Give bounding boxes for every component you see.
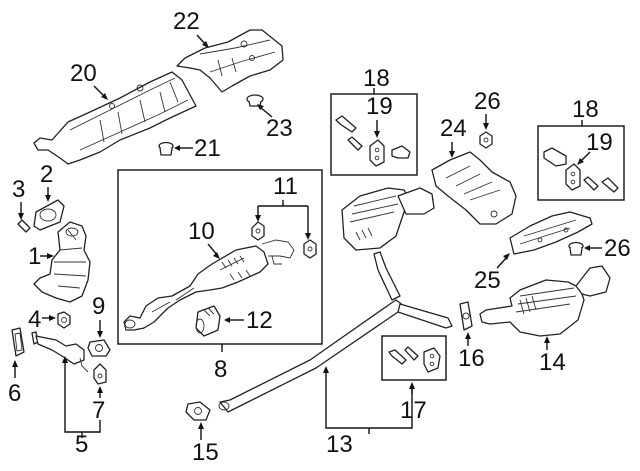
callout-13: 13 [326,431,353,458]
part-21-nut[interactable] [158,141,174,156]
arrow-icon [198,422,204,429]
part-14-rear-muffler[interactable] [479,265,611,337]
arrow-icon [213,252,220,259]
arrow-icon [18,213,24,220]
arrow-icon [305,233,311,240]
callout-18-left: 18 [363,65,390,92]
callout-18-right: 18 [572,96,599,123]
callout-14: 14 [539,349,566,376]
arrow-icon [45,195,51,202]
arrow-icon [174,145,180,151]
part-15-gasket[interactable] [185,401,211,421]
callout-2: 2 [40,161,53,188]
arrow-icon [97,386,103,393]
part-6-gasket[interactable] [11,327,25,357]
arrow-icon [97,331,103,338]
part-18-19-hanger-kit-left[interactable] [335,115,411,167]
callout-24: 24 [440,115,467,142]
part-26-nut-top[interactable] [479,131,493,149]
arrow-icon [323,366,329,373]
callout-21: 21 [194,135,221,162]
part-10-catalytic-converter[interactable] [123,239,295,331]
callout-12: 12 [246,307,273,334]
callout-7: 7 [92,397,105,424]
callout-8: 8 [214,356,227,383]
part-12-clamp[interactable] [195,305,221,337]
arrow-icon [409,382,415,389]
part-20-heat-shield-front[interactable] [33,71,197,165]
part-24-heat-shield[interactable] [431,151,517,225]
part-4-nut[interactable] [57,311,71,329]
part-23-nut[interactable] [246,94,264,107]
part-9-gasket[interactable] [87,339,111,357]
callout-15: 15 [192,439,219,466]
arrow-icon [465,332,471,339]
callout-26-right: 26 [604,235,631,262]
arrow-icon [483,123,489,130]
callout-26-top: 26 [474,88,501,115]
part-18-19-hanger-kit-right[interactable] [543,147,619,193]
arrow-icon [101,93,108,100]
arrow-icon [12,360,18,367]
part-3-stud[interactable] [17,219,31,233]
callout-16: 16 [458,345,485,372]
arrow-icon [49,315,56,321]
callout-20: 20 [70,60,97,87]
part-25-heat-shield[interactable] [509,211,593,255]
part-7-hanger[interactable] [93,363,107,385]
callout-5: 5 [75,431,88,458]
arrow-icon [202,41,209,48]
callout-19-left: 19 [366,93,393,120]
callout-17: 17 [400,397,427,424]
arrow-icon [224,317,230,323]
callout-3: 3 [12,176,25,203]
arrow-icon [577,158,584,165]
part-16-gasket[interactable] [459,301,473,331]
part-2-gasket[interactable] [33,199,65,231]
callout-4: 4 [28,306,41,333]
callout-6: 6 [8,380,21,407]
arrow-icon [374,131,380,138]
part-17-hanger-kit[interactable] [388,346,441,373]
callout-23: 23 [266,115,293,142]
arrow-icon [62,356,68,363]
arrow-icon [449,151,455,158]
arrow-icon [47,253,54,259]
part-13-intermediate-pipe[interactable] [218,187,453,413]
kit-box-18-right [537,125,625,201]
callout-22: 22 [173,8,200,35]
kit-box-17 [381,335,447,381]
part-26-nut-right[interactable] [568,241,584,256]
callout-11: 11 [273,173,298,200]
arrow-icon [584,245,590,251]
part-5-front-pipe[interactable] [31,331,89,373]
arrow-icon [257,104,264,110]
callout-1: 1 [28,243,41,270]
callout-19-right: 19 [586,129,613,156]
callout-10: 10 [188,218,215,245]
part-22-heat-shield-center[interactable] [176,29,284,93]
arrow-icon [544,336,550,343]
arrow-icon [503,253,510,260]
kit-box-8 [117,169,323,345]
callout-9: 9 [92,293,105,320]
part-1-catalytic-manifold[interactable] [33,221,91,303]
callout-25: 25 [474,267,501,294]
part-11-hangers[interactable] [251,221,317,259]
arrow-icon [255,215,261,222]
